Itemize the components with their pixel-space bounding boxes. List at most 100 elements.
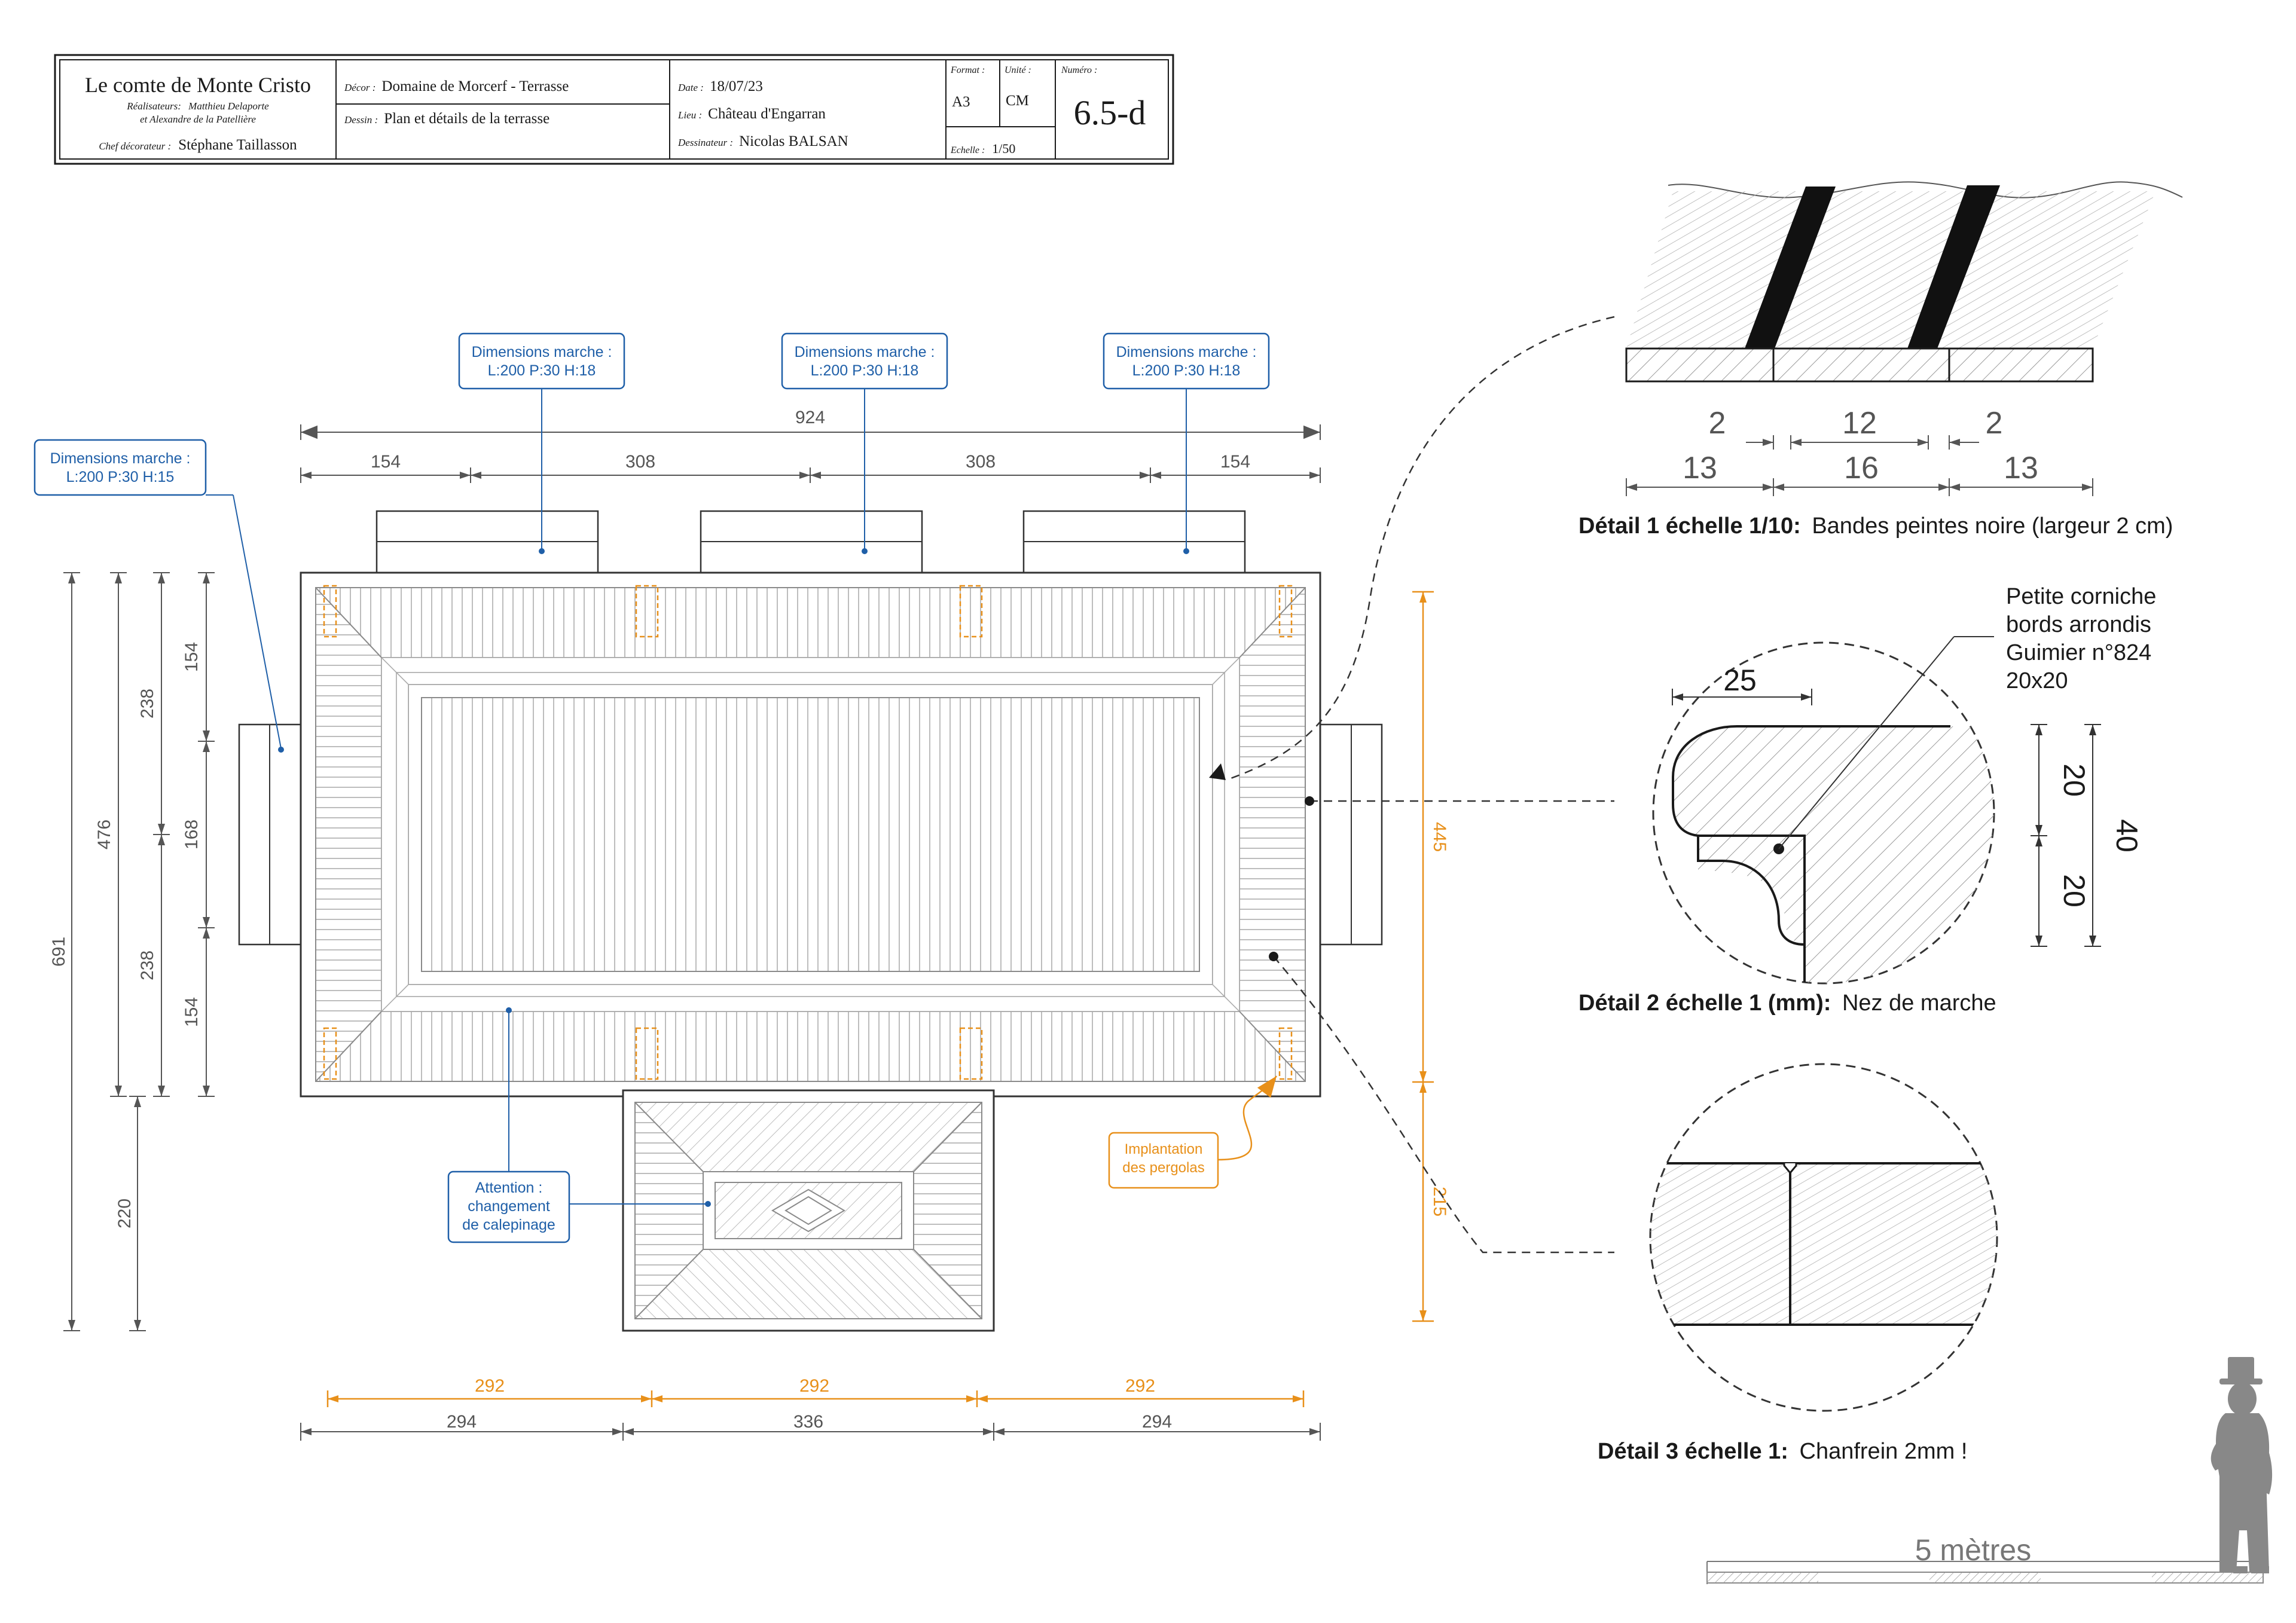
detail-2: 25 Petite corniche bords arrondis Guimie… <box>1578 584 2156 1016</box>
svg-text:des pergolas: des pergolas <box>1122 1160 1204 1176</box>
d2-note-4: 20x20 <box>2006 668 2068 693</box>
scale-value: 1/50 <box>992 141 1015 156</box>
detail3-caption: Chanfrein 2mm ! <box>1800 1439 1968 1464</box>
svg-text:L:200 P:30 H:18: L:200 P:30 H:18 <box>1132 362 1241 379</box>
dim-left-220: 220 <box>115 1199 135 1228</box>
detail1-caption: Bandes peintes noire (largeur 2 cm) <box>1812 514 2173 539</box>
scale-label: Echelle : <box>950 145 985 155</box>
plan-dimensions <box>63 424 1321 1441</box>
callout-pergola: Implantation des pergolas <box>1108 1075 1277 1189</box>
svg-text:Echelle : 1/50: Echelle : 1/50 <box>950 141 1015 156</box>
svg-text:Attention :: Attention : <box>475 1179 543 1196</box>
svg-text:Dessinateur : Nicolas BA: Dessinateur : Nicolas BALSAN <box>677 133 848 149</box>
pergola-dimensions <box>326 591 1434 1407</box>
chief-label: Chef décorateur : <box>99 140 171 152</box>
callout-step-top-1: Dimensions marche : L:200 P:30 H:18 <box>458 332 625 554</box>
svg-text:Décor : Domaine de Morce: Décor : Domaine de Morcerf - Terrasse <box>344 78 569 94</box>
detail3-dot-icon <box>1269 952 1278 961</box>
directors-label: Réalisateurs: <box>126 100 181 112</box>
d2-dim-20a: 20 <box>2057 763 2091 797</box>
detail2-caption: Nez de marche <box>1842 991 1996 1016</box>
d1-dim-2a: 2 <box>1709 406 1726 441</box>
directors-line-2: et Alexandre de la Patellière <box>140 114 256 125</box>
date-label: Date : <box>677 82 704 93</box>
format-label: Format : <box>950 65 985 75</box>
detail-1: 2 12 2 13 16 13 Détail 1 échelle 1/10: B… <box>1578 181 2183 539</box>
dim-top-a: 154 <box>371 452 401 472</box>
detail2-dot-icon <box>1305 796 1314 806</box>
terrace-plan <box>238 510 1383 1332</box>
d2-dim-20b: 20 <box>2057 874 2091 907</box>
detail1-arrow-icon <box>1209 763 1226 780</box>
svg-text:Détail 1 échelle 1/10: B: Détail 1 échelle 1/10: Bandes peintes no… <box>1578 514 2173 539</box>
dim-left-154a: 154 <box>182 642 201 672</box>
dim-left-238a: 238 <box>138 689 157 719</box>
d2-dim-25: 25 <box>1723 664 1757 697</box>
detail-3: Détail 3 échelle 1: Chanfrein 2mm ! <box>1598 1063 1998 1464</box>
detail2-title: Détail 2 échelle 1 (mm): <box>1578 991 1831 1016</box>
drafter-value: Nicolas BALSAN <box>739 133 848 149</box>
dim-top-b: 308 <box>625 452 655 472</box>
svg-text:Chef décorateur : Stépha: Chef décorateur : Stéphane Taillasson <box>99 137 297 153</box>
d2-dim-40: 40 <box>2110 819 2144 852</box>
dim-bottom-a: 294 <box>447 1412 477 1432</box>
title-block: Le comte de Monte Cristo Réalisateurs: M… <box>54 54 1174 165</box>
dim-bottom-c: 294 <box>1142 1412 1172 1432</box>
svg-text:Dimensions marche :: Dimensions marche : <box>795 344 935 360</box>
d1-dim-2b: 2 <box>1986 406 2003 441</box>
svg-text:Détail 3 échelle 1: Chan: Détail 3 échelle 1: Chanfrein 2mm ! <box>1598 1439 1967 1464</box>
decor-label: Décor : <box>344 82 375 93</box>
dim-pergola-b: 292 <box>799 1376 829 1396</box>
dim-left-476: 476 <box>94 820 114 849</box>
svg-text:Dimensions marche :: Dimensions marche : <box>50 450 191 467</box>
callout-attention: Attention : changement de calepinage <box>447 1007 711 1243</box>
person-silhouette-icon <box>2210 1357 2273 1573</box>
svg-text:Lieu : Château d'Engarra: Lieu : Château d'Engarran <box>677 106 826 122</box>
directors-line-1: Matthieu Delaporte <box>188 100 269 112</box>
svg-text:L:200 P:30 H:18: L:200 P:30 H:18 <box>811 362 919 379</box>
dim-left-238b: 238 <box>138 950 157 980</box>
dim-right-445: 445 <box>1430 822 1449 852</box>
d1-dim-13a: 13 <box>1683 451 1717 485</box>
detail-leaders <box>1225 316 1615 1254</box>
d2-note-1: Petite corniche <box>2006 584 2156 609</box>
svg-text:Date : 18/07/23: Date : 18/07/23 <box>677 78 763 94</box>
dim-left-168: 168 <box>182 820 201 849</box>
format-value: A3 <box>952 94 970 110</box>
d2-note-2: bords arrondis <box>2006 612 2151 637</box>
svg-text:Dimensions marche :: Dimensions marche : <box>1116 344 1257 360</box>
dim-left-154b: 154 <box>182 997 201 1027</box>
number-label: Numéro : <box>1061 65 1097 75</box>
svg-text:Dimensions marche :: Dimensions marche : <box>472 344 612 360</box>
callout-step-top-3: Dimensions marche : L:200 P:30 H:18 <box>1103 332 1270 554</box>
dim-pergola-a: 292 <box>475 1376 505 1396</box>
svg-text:de calepinage: de calepinage <box>462 1217 555 1233</box>
unit-value: CM <box>1006 93 1029 109</box>
dim-top-d: 154 <box>1220 452 1250 472</box>
decor-value: Domaine de Morcerf - Terrasse <box>381 78 569 94</box>
d2-note-3: Guimier n°824 <box>2006 640 2151 665</box>
svg-text:L:200 P:30 H:15: L:200 P:30 H:15 <box>66 469 175 485</box>
drawing-label: Dessin : <box>344 114 378 126</box>
callout-step-left: Dimensions marche : L:200 P:30 H:15 <box>33 439 284 753</box>
dim-left-691: 691 <box>49 937 69 967</box>
sheet-number: 6.5-d <box>1074 93 1146 132</box>
svg-text:Dessin : Plan et détails: Dessin : Plan et détails de la terrasse <box>344 111 549 127</box>
unit-label: Unité : <box>1004 65 1031 75</box>
dim-top-c: 308 <box>966 452 996 472</box>
film-title: Le comte de Monte Cristo <box>85 73 311 97</box>
svg-text:L:200 P:30 H:18: L:200 P:30 H:18 <box>488 362 596 379</box>
dim-bottom-b: 336 <box>793 1412 823 1432</box>
detail1-title: Détail 1 échelle 1/10: <box>1578 514 1801 539</box>
place-value: Château d'Engarran <box>708 106 826 122</box>
scale-bar: 5 mètres <box>1706 1533 2264 1584</box>
svg-text:Implantation: Implantation <box>1125 1141 1203 1157</box>
d1-dim-13b: 13 <box>2004 451 2038 485</box>
d1-dim-16: 16 <box>1844 451 1879 485</box>
svg-text:changement: changement <box>468 1198 550 1215</box>
dim-total-width: 924 <box>795 408 825 427</box>
callout-step-top-2: Dimensions marche : L:200 P:30 H:18 <box>781 332 948 554</box>
svg-text:Détail 2 échelle 1 (mm):: Détail 2 échelle 1 (mm): Nez de marche <box>1578 991 1996 1016</box>
date-value: 18/07/23 <box>710 78 763 94</box>
